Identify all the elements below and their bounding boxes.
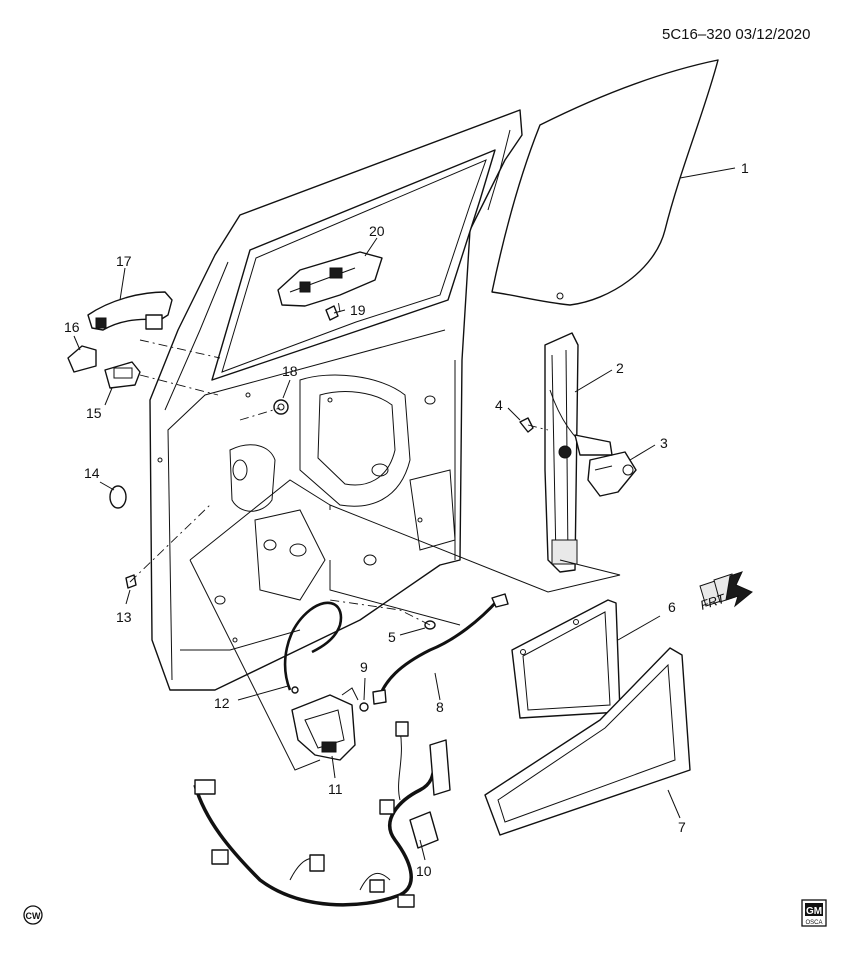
callout-9: 9: [360, 659, 368, 675]
cw-badge: CW: [23, 905, 43, 925]
gm-logo-text: GM: [806, 906, 822, 917]
callout-14: 14: [84, 465, 100, 481]
door-frame: [149, 109, 523, 691]
callout-4: 4: [495, 397, 503, 413]
cw-label: CW: [26, 911, 41, 921]
part-14-plug: [109, 485, 127, 509]
callout-16: 16: [64, 319, 80, 335]
callout-13: 13: [116, 609, 132, 625]
alignment-lines: [129, 299, 549, 626]
callout-7: 7: [678, 819, 686, 835]
part-20-handle-frame: [277, 251, 383, 307]
part-1-window-glass: [491, 59, 719, 306]
callout-18: 18: [282, 363, 298, 379]
callout-11: 11: [328, 781, 343, 797]
callout-10: 10: [416, 863, 432, 879]
gm-logo-subtext: OSCA: [805, 920, 822, 926]
callout-20: 20: [369, 223, 385, 239]
leader-lines: [73, 167, 736, 861]
callout-15: 15: [86, 405, 102, 421]
part-6-water-deflector: [511, 599, 621, 719]
callout-6: 6: [668, 599, 676, 615]
part-17-outside-handle: [87, 291, 173, 331]
part-8-cable: [372, 593, 509, 705]
front-direction-marker: FRT: [698, 571, 753, 613]
part-9-clip: [359, 702, 369, 712]
callout-12: 12: [214, 695, 230, 711]
callout-numbers: 1 2 3 4 5 6 7 8 9 10 11 12 13 14 15 16 1…: [64, 160, 749, 879]
callout-17: 17: [116, 253, 132, 269]
part-7-water-deflector-large: [484, 647, 691, 836]
callout-3: 3: [660, 435, 668, 451]
callout-2: 2: [616, 360, 624, 376]
callout-5: 5: [388, 629, 396, 645]
callout-1: 1: [741, 160, 749, 176]
part-4-bolt: [519, 417, 534, 433]
callout-8: 8: [436, 699, 444, 715]
part-3-regulator-motor: [574, 434, 637, 497]
callout-19: 19: [350, 302, 366, 318]
gm-logo: GM OSCA: [801, 899, 827, 927]
part-15-handle-bezel: [104, 361, 141, 389]
part-10-wiring-harness: [193, 721, 451, 908]
part-18-grommet: [273, 399, 289, 415]
part-19-bolt: [325, 305, 339, 321]
diagram-reference: 5C16–320 03/12/2020: [662, 26, 811, 43]
part-16-handle-cap: [67, 345, 97, 373]
part-12-latch-cable: [283, 601, 343, 694]
part-11-door-latch: [291, 687, 359, 761]
